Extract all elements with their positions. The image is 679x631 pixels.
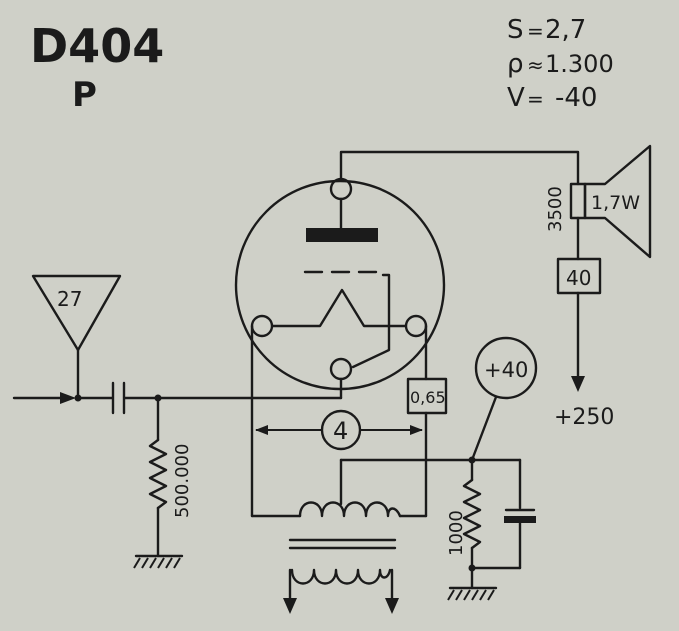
input-triangle-label: 27 — [57, 287, 82, 311]
grid-pin — [329, 357, 353, 381]
filament-pin-right — [404, 314, 428, 338]
filament-pin-left — [250, 314, 274, 338]
cathode-resistor-label: 1000 — [446, 510, 467, 556]
param-sep-v: = — [527, 87, 544, 111]
filament — [271, 288, 407, 328]
bypass-capacitor-plate — [504, 516, 536, 523]
supply-label: +250 — [554, 405, 614, 430]
tube-name: D404 — [30, 19, 164, 73]
arrow-down-icon — [385, 598, 399, 614]
param-value-v: -40 — [555, 83, 597, 113]
heater-voltage-circle — [320, 409, 362, 451]
ground-hatch — [447, 589, 495, 601]
tube-suffix: P — [72, 75, 97, 115]
arrow-down-icon — [283, 598, 297, 614]
speaker-coil — [569, 182, 587, 220]
anode-wire — [339, 150, 580, 186]
junction-dot — [468, 564, 476, 572]
param-label-v: V — [507, 83, 525, 113]
transformer-secondary — [290, 568, 392, 585]
parameter-list: S = 2,7 ρ ≈ 1.300 V = -40 — [507, 15, 614, 113]
arrow-right-icon — [60, 392, 76, 404]
param-label-rho: ρ — [507, 49, 524, 79]
input-triangle — [31, 274, 122, 352]
param-value-rho: 1.300 — [545, 50, 614, 78]
anode-plate — [306, 228, 378, 242]
speaker-power: 1,7W — [591, 192, 640, 214]
transformer-primary — [298, 501, 402, 518]
grid-resistor — [148, 438, 168, 510]
speaker-impedance: 3500 — [545, 186, 566, 232]
arrow-left-icon — [255, 425, 268, 435]
param-sep-rho: ≈ — [527, 53, 544, 77]
arrow-down-icon — [571, 376, 585, 392]
cathode-resistor — [462, 478, 482, 550]
param-value-s: 2,7 — [545, 15, 586, 45]
ground-hatch — [133, 557, 181, 569]
tube-symbol — [234, 177, 446, 391]
anode-resistor-label: 40 — [566, 266, 591, 290]
speaker-icon — [583, 144, 652, 259]
speaker: 1,7W 3500 — [545, 144, 652, 259]
arrow-right-icon — [410, 425, 423, 435]
grid-lead — [351, 273, 391, 369]
bias-circle-label: +40 — [484, 358, 528, 382]
transformer — [283, 458, 402, 614]
param-sep-s: = — [527, 19, 544, 43]
grid-resistor-label: 500.000 — [172, 444, 193, 518]
bias-pointer — [470, 395, 498, 462]
heater-resistor-label: 0,65 — [410, 388, 446, 407]
param-label-s: S — [507, 15, 524, 45]
heater-voltage-label: 4 — [333, 417, 348, 445]
bias-circle — [474, 336, 538, 400]
